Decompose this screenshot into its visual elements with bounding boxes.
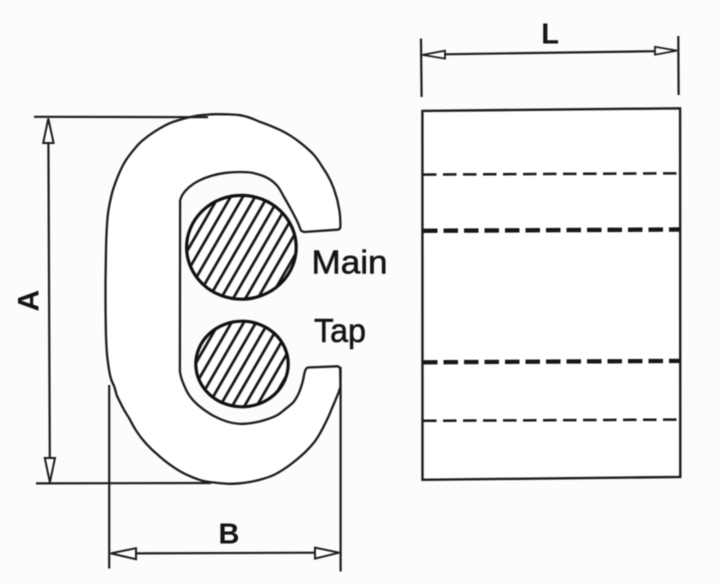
svg-text:B: B [219,519,240,551]
svg-text:Tap: Tap [314,312,366,349]
svg-text:A: A [13,290,46,312]
svg-text:Main: Main [312,243,388,280]
svg-text:L: L [541,18,559,50]
